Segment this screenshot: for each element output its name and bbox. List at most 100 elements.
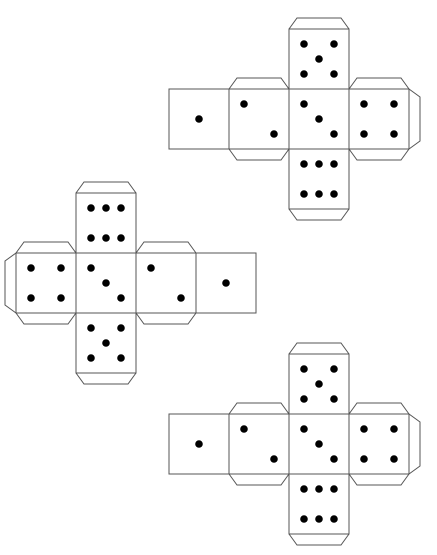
- pip: [222, 279, 230, 287]
- pip: [315, 515, 323, 523]
- face-outline: [288, 148, 350, 210]
- face-outline: [348, 413, 410, 475]
- glue-tab-top: [15, 241, 77, 254]
- pip: [300, 100, 308, 108]
- die-face-left: [228, 402, 290, 486]
- glue-tab-left: [4, 252, 17, 314]
- die-net-bottom: [168, 342, 421, 546]
- pip: [87, 234, 95, 242]
- glue-tab-bottom: [228, 473, 290, 486]
- pip: [330, 70, 338, 78]
- glue-tab-bottom: [228, 148, 290, 161]
- pip: [330, 455, 338, 463]
- face-outline: [228, 88, 290, 150]
- pip: [300, 365, 308, 373]
- glue-tab-bottom: [348, 473, 410, 486]
- pip: [195, 115, 203, 123]
- pip: [360, 455, 368, 463]
- die-face-bottom: [288, 473, 350, 546]
- pip: [390, 100, 398, 108]
- glue-tab-top: [75, 181, 137, 194]
- pip: [102, 279, 110, 287]
- die-face-top: [288, 342, 350, 415]
- die-face-top: [288, 17, 350, 90]
- pip: [330, 365, 338, 373]
- pip: [300, 70, 308, 78]
- die-face-far-right: [195, 252, 257, 314]
- glue-tab-top: [348, 77, 410, 90]
- glue-tab-top: [228, 77, 290, 90]
- die-face-bottom: [288, 148, 350, 221]
- pip: [360, 100, 368, 108]
- pip: [87, 354, 95, 362]
- pip: [57, 264, 65, 272]
- pip: [117, 234, 125, 242]
- pip: [315, 380, 323, 388]
- die-face-bottom: [75, 312, 137, 385]
- glue-tab-bottom: [135, 312, 197, 325]
- pip: [117, 294, 125, 302]
- pip: [315, 190, 323, 198]
- glue-tab-bottom: [288, 208, 350, 221]
- pip: [390, 130, 398, 138]
- pip: [102, 339, 110, 347]
- pip: [117, 324, 125, 332]
- pip: [330, 190, 338, 198]
- pip: [390, 425, 398, 433]
- die-face-right: [135, 241, 197, 325]
- pip: [87, 204, 95, 212]
- die-face-far-left: [168, 88, 230, 150]
- face-outline: [195, 252, 257, 314]
- die-net-middle: [4, 181, 257, 385]
- pip: [330, 160, 338, 168]
- pip: [270, 455, 278, 463]
- glue-tab-bottom: [348, 148, 410, 161]
- glue-tab-bottom: [15, 312, 77, 325]
- pip: [147, 264, 155, 272]
- pip: [270, 130, 278, 138]
- face-outline: [135, 252, 197, 314]
- die-face-left: [4, 241, 77, 325]
- pip: [117, 354, 125, 362]
- pip: [102, 204, 110, 212]
- pip: [177, 294, 185, 302]
- pip: [300, 485, 308, 493]
- face-outline: [348, 88, 410, 150]
- die-face-far-left: [168, 413, 230, 475]
- pip: [390, 455, 398, 463]
- glue-tab-top: [288, 342, 350, 355]
- die-face-right: [348, 77, 421, 161]
- pip: [330, 395, 338, 403]
- pip: [300, 190, 308, 198]
- glue-tab-top: [228, 402, 290, 415]
- pip: [27, 294, 35, 302]
- die-face-top: [75, 181, 137, 254]
- pip: [315, 485, 323, 493]
- glue-tab-bottom: [288, 533, 350, 546]
- die-net-top: [168, 17, 421, 221]
- die-face-center: [75, 252, 137, 314]
- die-face-left: [228, 77, 290, 161]
- pip: [240, 425, 248, 433]
- pip: [315, 440, 323, 448]
- pip: [195, 440, 203, 448]
- pip: [315, 55, 323, 63]
- face-outline: [75, 312, 137, 374]
- pip: [300, 425, 308, 433]
- pip: [102, 234, 110, 242]
- pip: [360, 425, 368, 433]
- pip: [315, 160, 323, 168]
- face-outline: [75, 192, 137, 254]
- pip: [87, 324, 95, 332]
- pip: [300, 395, 308, 403]
- glue-tab-right: [408, 88, 421, 150]
- die-face-center: [288, 413, 350, 475]
- pip: [87, 264, 95, 272]
- pip: [300, 160, 308, 168]
- pip: [27, 264, 35, 272]
- pip: [300, 40, 308, 48]
- glue-tab-top: [288, 17, 350, 30]
- pip: [117, 204, 125, 212]
- die-face-right: [348, 402, 421, 486]
